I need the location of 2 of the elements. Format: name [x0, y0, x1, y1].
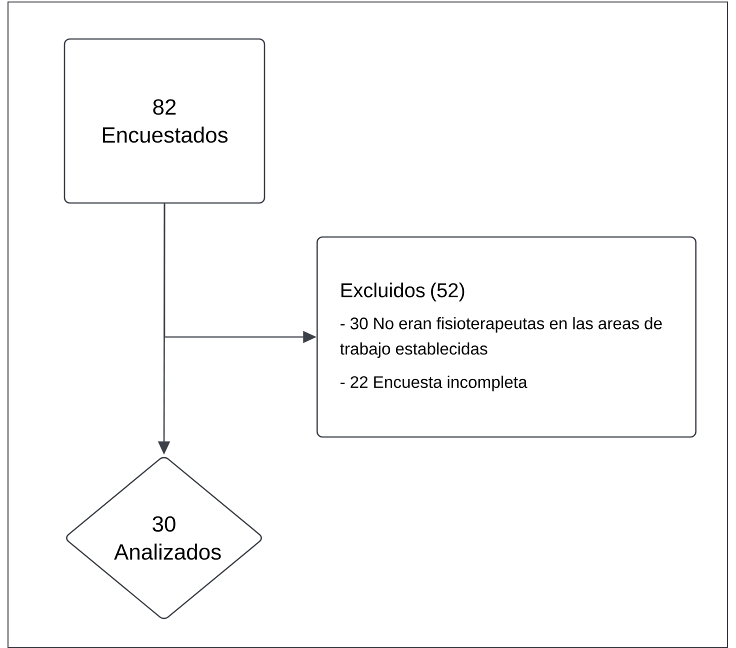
process-box: 82 Encuestados	[64, 38, 266, 204]
exclusion-box: Excluidos (52) - 30 No eran fisioterapeutas en las areas de trabajo establecidas - 22 Encuesta incompleta	[316, 236, 696, 438]
